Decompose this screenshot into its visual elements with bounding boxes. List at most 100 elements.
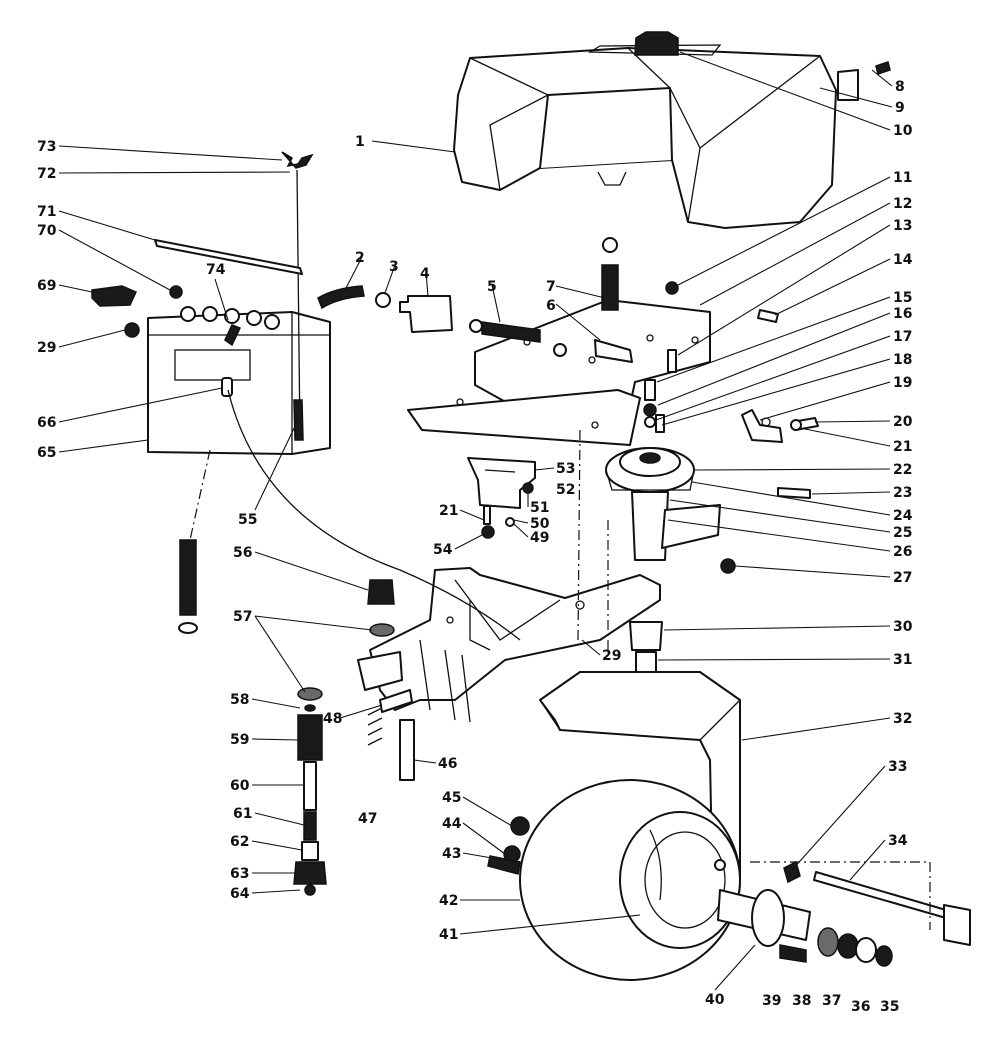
leader-line-70 — [58, 229, 171, 291]
callout-66: 66 — [37, 415, 56, 431]
callout-43: 43 — [442, 846, 461, 862]
callout-62: 62 — [230, 834, 249, 850]
leader-lines — [58, 51, 893, 991]
callout-18: 18 — [893, 352, 912, 368]
part-callouts: 1 2 3 4 5 6 7 8 9 10 11 12 13 14 15 16 1… — [37, 79, 913, 1015]
callout-14: 14 — [893, 252, 913, 268]
callout-21: 21 — [893, 439, 912, 455]
callout-60: 60 — [230, 778, 250, 794]
callout-37: 37 — [822, 993, 841, 1009]
callout-53: 53 — [556, 461, 575, 477]
leader-line-33 — [791, 765, 886, 871]
wheel-hardware — [487, 816, 530, 875]
leader-line-58 — [251, 698, 301, 709]
leader-line-43 — [462, 852, 493, 859]
leader-line-62 — [251, 840, 303, 851]
callout-20: 20 — [893, 414, 913, 430]
callout-65: 65 — [37, 445, 56, 461]
callout-7: 7 — [546, 279, 556, 295]
callout-27: 27 — [893, 570, 912, 586]
terminal-parts — [91, 285, 183, 338]
caster-fork — [539, 621, 741, 881]
shutoff-valve — [553, 237, 633, 363]
callout-17: 17 — [893, 329, 912, 345]
callout-52: 52 — [556, 482, 575, 498]
battery — [147, 306, 331, 455]
callout-38: 38 — [792, 993, 811, 1009]
callout-31: 31 — [893, 652, 912, 668]
leader-line-7 — [555, 285, 606, 299]
callout-71: 71 — [37, 204, 56, 220]
leader-line-1 — [371, 140, 456, 153]
leader-line-29b — [581, 639, 601, 656]
leader-line-11 — [677, 176, 891, 286]
leader-line-21 — [799, 427, 891, 447]
callout-29-right: 29 — [602, 648, 621, 664]
idler-bracket — [720, 409, 819, 574]
leader-line-59 — [251, 738, 299, 741]
callout-69: 69 — [37, 278, 56, 294]
right-hardware — [665, 61, 891, 373]
leader-line-30 — [663, 625, 891, 631]
callout-50: 50 — [530, 516, 550, 532]
leader-line-13 — [677, 224, 891, 356]
callout-39: 39 — [762, 993, 781, 1009]
leader-line-41 — [459, 914, 641, 935]
leader-line-25 — [669, 499, 891, 533]
leader-line-72 — [58, 171, 291, 174]
solenoid — [467, 457, 536, 539]
leader-line-34 — [849, 839, 886, 881]
leader-line-64 — [251, 889, 301, 894]
pivot-stack — [643, 379, 665, 433]
leader-line-40 — [714, 944, 756, 991]
leader-line-69 — [58, 284, 93, 293]
callout-10: 10 — [893, 123, 913, 139]
callout-59: 59 — [230, 732, 249, 748]
leader-line-31 — [657, 658, 891, 661]
callout-26: 26 — [893, 544, 912, 560]
leader-line-45 — [462, 796, 513, 827]
callout-45: 45 — [442, 790, 461, 806]
callout-9: 9 — [895, 100, 905, 116]
caster-pulley — [605, 447, 721, 561]
leader-line-65 — [58, 439, 149, 453]
callout-57: 57 — [233, 609, 252, 625]
leader-line-57b — [254, 615, 306, 693]
leader-line-6 — [555, 303, 601, 341]
leader-line-73 — [58, 145, 283, 161]
leader-line-50 — [513, 519, 529, 524]
callout-33: 33 — [888, 759, 907, 775]
callout-34: 34 — [888, 833, 908, 849]
callout-74: 74 — [206, 262, 226, 278]
left-spindle-stack — [178, 539, 395, 896]
leader-line-23 — [811, 491, 891, 495]
callout-56: 56 — [233, 545, 252, 561]
leader-line-24 — [691, 481, 891, 516]
leader-line-27 — [734, 565, 891, 578]
callout-30: 30 — [893, 619, 913, 635]
wheel — [519, 779, 741, 981]
pin-spring-bracket — [357, 651, 415, 781]
leader-line-10 — [679, 51, 891, 131]
leader-line-2 — [344, 256, 363, 291]
callout-6: 6 — [546, 298, 556, 314]
leader-line-56 — [254, 551, 369, 591]
fuel-line-parts — [317, 285, 541, 343]
leader-line-57 — [254, 615, 373, 631]
callout-55: 55 — [238, 512, 257, 528]
callout-4: 4 — [420, 266, 430, 282]
callout-3: 3 — [389, 259, 399, 275]
leader-line-48 — [339, 704, 383, 719]
wiring-harness — [189, 389, 609, 660]
callout-15: 15 — [893, 290, 912, 306]
callout-29-left: 29 — [37, 340, 56, 356]
leader-line-46 — [413, 759, 437, 764]
leader-line-66 — [58, 387, 223, 423]
leader-line-22 — [694, 468, 891, 471]
callout-51: 51 — [530, 500, 549, 516]
callout-13: 13 — [893, 218, 912, 234]
callout-21-left: 21 — [439, 503, 458, 519]
callout-25: 25 — [893, 525, 912, 541]
callout-16: 16 — [893, 306, 912, 322]
callout-70: 70 — [37, 223, 57, 239]
